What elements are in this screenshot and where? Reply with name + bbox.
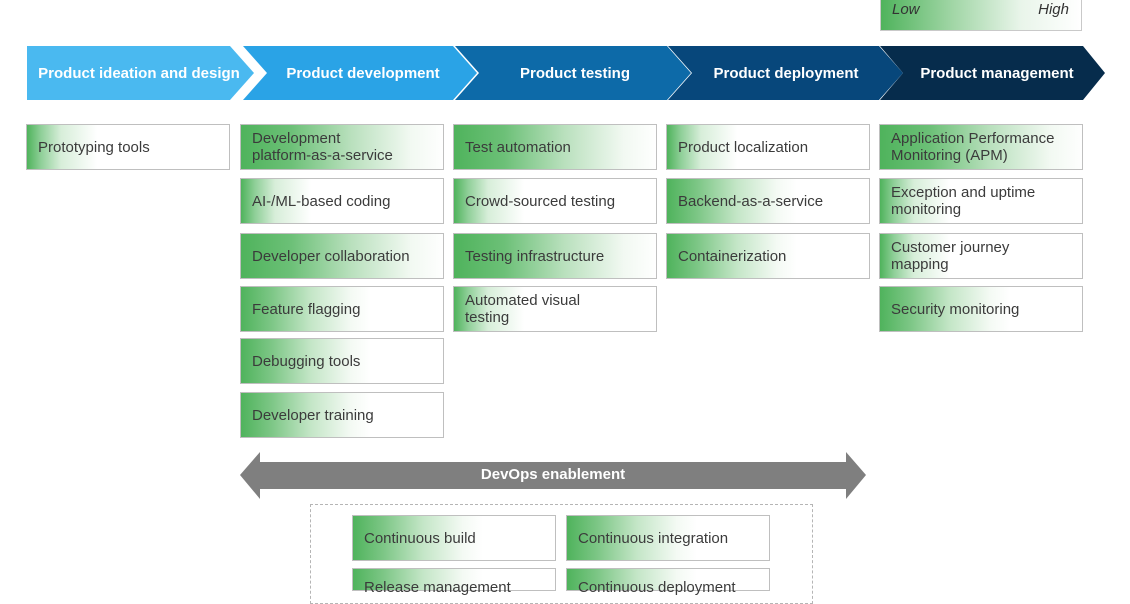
intensity-legend: Low High: [880, 0, 1082, 31]
tool-card: Continuous integration: [566, 515, 770, 561]
stage-chevron-management: [880, 46, 1105, 100]
tool-card: Application Performance Monitoring (APM): [879, 124, 1083, 170]
tool-card: AI-/ML-based coding: [240, 178, 444, 224]
tool-card: Release management: [352, 568, 556, 596]
stage-chevrons: [27, 46, 1105, 100]
tool-card: Backend-as-a-service: [666, 178, 870, 224]
tool-card: Development platform-as-a-service: [240, 124, 444, 170]
stage-label-testing: Product testing: [519, 65, 630, 82]
tool-card: Debugging tools: [240, 338, 444, 384]
tool-card: Exception and uptime monitoring: [879, 178, 1083, 224]
lifecycle-stages: Product ideation and design Product deve…: [0, 0, 1130, 110]
tool-card: Containerization: [666, 233, 870, 279]
tool-card: Developer collaboration: [240, 233, 444, 279]
legend-high-label: High: [1038, 1, 1069, 18]
tool-card: Continuous deployment: [566, 568, 770, 596]
tool-card: Feature flagging: [240, 286, 444, 332]
devops-double-arrow: [240, 452, 866, 499]
tool-card: Testing infrastructure: [453, 233, 657, 279]
stage-chevron-testing: [455, 46, 691, 100]
stage-label-ideation: Product ideation and design: [38, 65, 240, 82]
stage-label-development: Product development: [286, 65, 440, 82]
tool-card: Prototyping tools: [26, 124, 230, 170]
tool-card: Automated visual testing: [453, 286, 657, 332]
devops-label: DevOps enablement: [480, 466, 626, 483]
stage-chevron-deployment: [668, 46, 903, 100]
stage-chevron-development: [243, 46, 477, 100]
tool-card: Test automation: [453, 124, 657, 170]
tool-card: Security monitoring: [879, 286, 1083, 332]
tool-card: Product localization: [666, 124, 870, 170]
devops-arrow-shape: [240, 452, 866, 499]
stage-label-deployment: Product deployment: [713, 65, 859, 82]
tool-card: Developer training: [240, 392, 444, 438]
legend-low-label: Low: [892, 1, 920, 18]
stage-label-management: Product management: [920, 65, 1074, 82]
tool-card: Customer journey mapping: [879, 233, 1083, 279]
tool-card: Continuous build: [352, 515, 556, 561]
tool-card: Crowd-sourced testing: [453, 178, 657, 224]
stage-chevron-ideation: [27, 46, 254, 100]
